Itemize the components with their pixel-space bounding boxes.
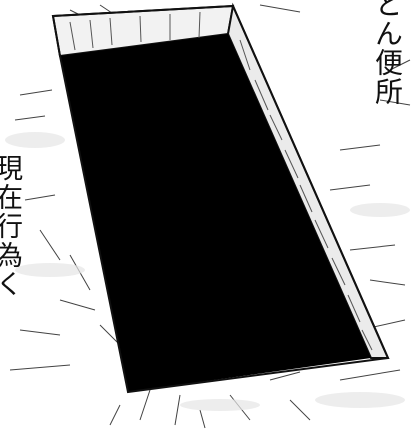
pit-hole xyxy=(60,34,371,392)
wall-hatching xyxy=(69,11,373,351)
vertical-caption-right: とん便所 xyxy=(371,0,404,106)
pit-rim xyxy=(51,4,390,394)
ground-shading xyxy=(5,132,410,411)
vertical-caption-left: 現在行為く xyxy=(0,154,22,299)
